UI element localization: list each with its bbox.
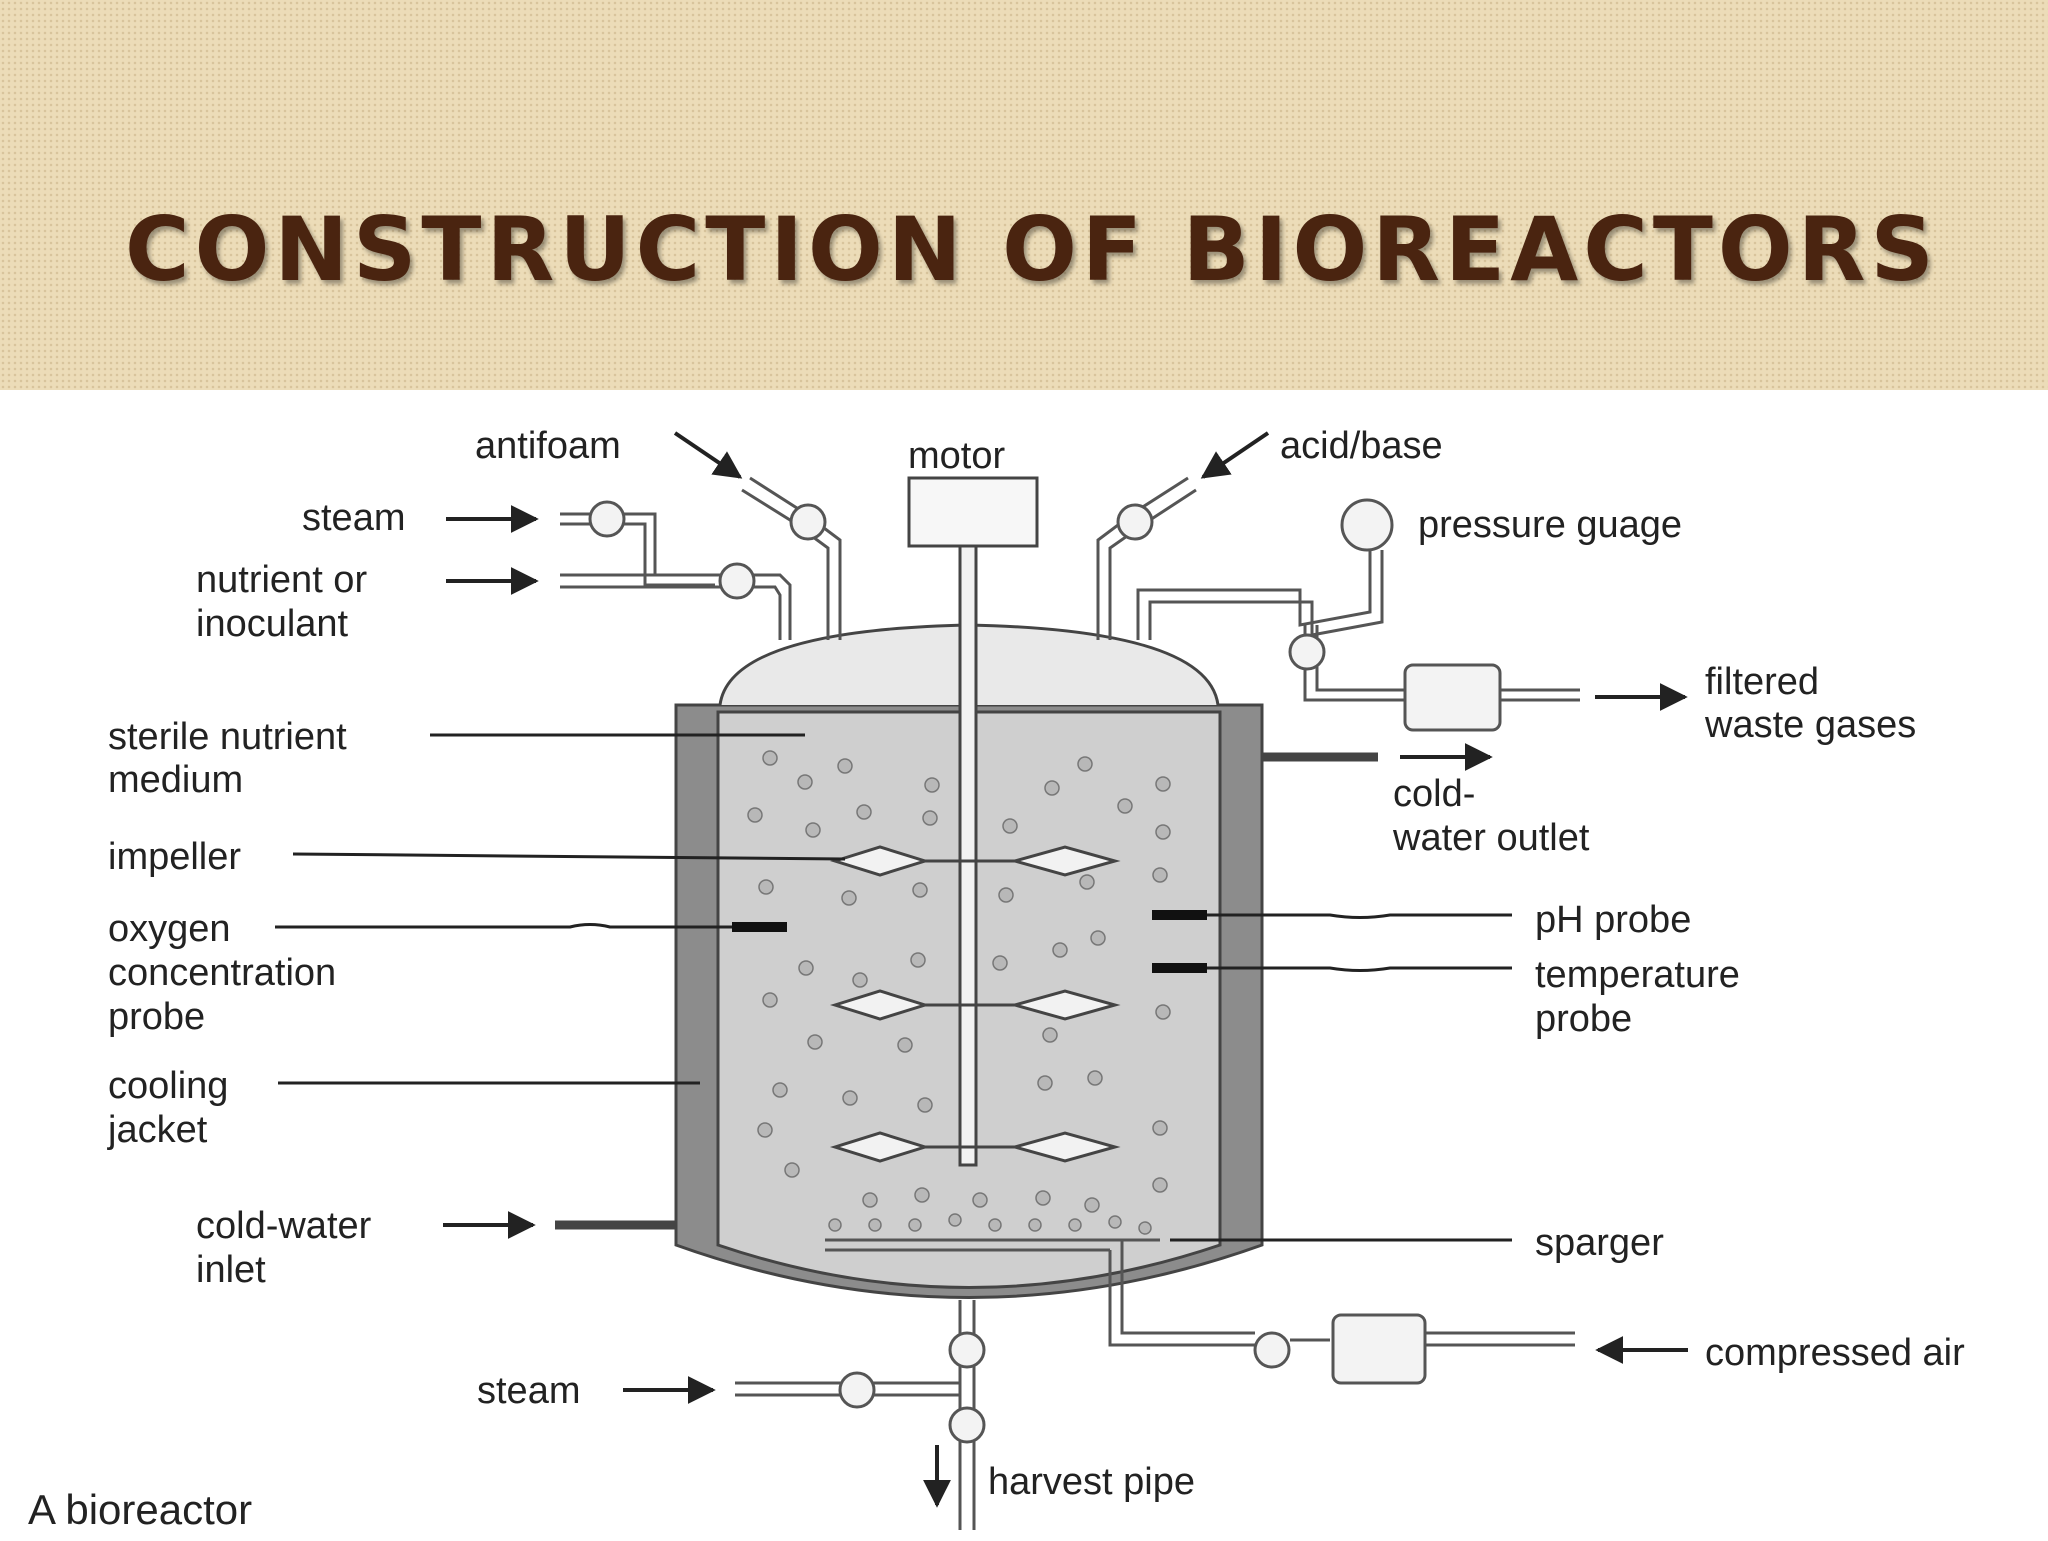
air-filter xyxy=(1331,1313,1427,1385)
gas-bubbles xyxy=(747,750,1171,1235)
label-pressure-gauge: pressure guage xyxy=(1418,504,1682,546)
label-cold-water-outlet-2: water outlet xyxy=(1392,817,1590,859)
label-harvest-pipe: harvest pipe xyxy=(988,1461,1195,1503)
label-jacket: jacket xyxy=(107,1109,208,1151)
bioreactor-diagram: antifoam motor acid/base steam pressure … xyxy=(0,390,2048,1536)
label-oxygen-probe: probe xyxy=(108,996,205,1038)
agitator xyxy=(829,476,1121,1167)
label-antifoam: antifoam xyxy=(475,425,621,467)
label-steam-top: steam xyxy=(302,497,405,539)
label-oxygen: oxygen xyxy=(108,908,231,950)
label-temperature: temperature xyxy=(1535,954,1740,996)
label-waste-gases: waste gases xyxy=(1704,704,1916,746)
figure-caption: A bioreactor xyxy=(28,1486,252,1533)
label-cooling: cooling xyxy=(108,1065,228,1107)
label-impeller: impeller xyxy=(108,836,241,878)
pressure-gauge-dial xyxy=(1340,498,1394,552)
label-compressed-air: compressed air xyxy=(1705,1332,1965,1374)
label-steam-bottom: steam xyxy=(477,1370,580,1412)
label-cold-water-outlet-1: cold- xyxy=(1393,773,1475,815)
probes xyxy=(732,910,1207,973)
label-sterile-nutrient: sterile nutrient xyxy=(108,716,347,758)
exhaust-valve xyxy=(1288,633,1326,671)
acid-base-valve xyxy=(1116,503,1154,541)
label-motor: motor xyxy=(908,435,1005,477)
label-concentration: concentration xyxy=(108,952,336,994)
label-sparger: sparger xyxy=(1535,1222,1664,1264)
diagram-labels: antifoam motor acid/base steam pressure … xyxy=(28,425,1965,1533)
steam-valve xyxy=(588,500,626,538)
label-medium: medium xyxy=(108,759,243,801)
label-ph-probe: pH probe xyxy=(1535,899,1691,941)
impeller-blades xyxy=(829,845,1121,1163)
label-cold-water-inlet-1: cold-water xyxy=(196,1205,372,1247)
label-temperature-probe: probe xyxy=(1535,998,1632,1040)
label-cold-water-inlet-2: inlet xyxy=(196,1249,266,1291)
leader-lines xyxy=(275,733,1512,1242)
valves xyxy=(588,498,1502,732)
page-title: CONSTRUCTION OF BIOREACTORS xyxy=(125,198,1939,301)
label-nutrient: nutrient or xyxy=(196,559,367,601)
antifoam-valve xyxy=(789,503,827,541)
exhaust-filter xyxy=(1403,663,1502,732)
flow-arrows xyxy=(443,431,1688,1508)
label-inoculant: inoculant xyxy=(196,603,349,645)
label-acid-base: acid/base xyxy=(1280,425,1443,467)
bottom-valves xyxy=(838,1313,1427,1444)
nutrient-valve xyxy=(718,562,756,600)
title-banner: CONSTRUCTION OF BIOREACTORS xyxy=(0,0,2048,390)
cooling-pipes xyxy=(555,752,1378,1230)
label-filtered: filtered xyxy=(1705,661,1819,703)
